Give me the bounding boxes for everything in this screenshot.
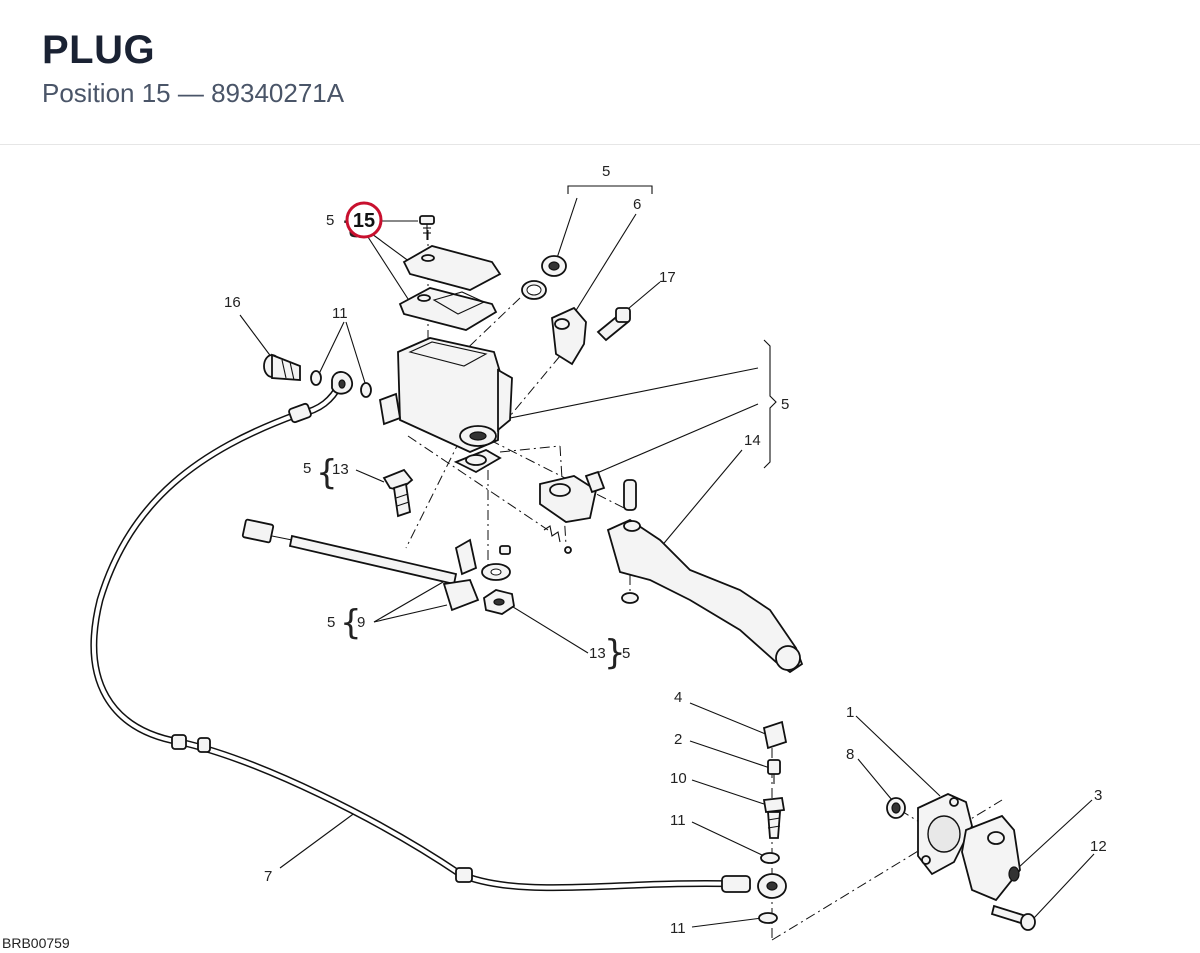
diagram-canvas: { { { } 15 5 6 17 5 16 11 5 14 5 13 5 9 … <box>90 163 1107 941</box>
bleeder-stack <box>757 720 788 924</box>
callout-5-top[interactable]: 5 <box>602 163 610 180</box>
callout-11-bottom[interactable]: 11 <box>670 920 686 937</box>
callout-7[interactable]: 7 <box>264 868 272 885</box>
slave-cylinder <box>886 793 1036 931</box>
lever-assembly <box>382 468 804 674</box>
master-cylinder-assembly <box>378 215 631 474</box>
callout-13-bottom[interactable]: 13 <box>589 645 606 662</box>
drawing-code: BRB00759 <box>2 935 70 951</box>
callout-10[interactable]: 10 <box>670 770 687 787</box>
callout-16[interactable]: 16 <box>224 294 241 311</box>
leader-lines <box>239 197 1095 928</box>
brake-switch-part-9 <box>241 518 515 615</box>
callout-3[interactable]: 3 <box>1094 787 1102 804</box>
callout-12[interactable]: 12 <box>1090 838 1107 855</box>
hose-part-7 <box>90 380 751 893</box>
highlight-position-15[interactable]: 15 <box>345 201 383 239</box>
svg-text:{: { <box>340 603 362 643</box>
callout-13-top[interactable]: 13 <box>332 461 349 478</box>
callout-labels: 5 6 17 5 16 11 5 14 5 13 5 9 13 5 4 2 10… <box>224 163 1107 937</box>
banjo-fittings-left <box>263 353 372 398</box>
callout-8[interactable]: 8 <box>846 746 854 763</box>
highlight-ring <box>345 201 383 239</box>
svg-text:{: { <box>316 453 338 493</box>
callout-11-top[interactable]: 11 <box>332 305 348 322</box>
callout-1[interactable]: 1 <box>846 704 854 721</box>
callout-5-right[interactable]: 5 <box>781 396 789 413</box>
page-title: PLUG <box>42 28 156 72</box>
callout-5-13-top[interactable]: 5 <box>303 460 311 477</box>
callout-14[interactable]: 14 <box>744 432 761 449</box>
callout-17[interactable]: 17 <box>659 269 676 286</box>
callout-5-left[interactable]: 5 <box>326 212 334 229</box>
callout-9[interactable]: 9 <box>357 614 365 631</box>
callout-2[interactable]: 2 <box>674 731 682 748</box>
highlight-label: 15 <box>353 210 375 232</box>
callout-6[interactable]: 6 <box>633 196 641 213</box>
exploded-parts-diagram: { { { } 15 5 6 17 5 16 11 5 14 5 13 5 9 … <box>0 145 1200 953</box>
callout-5-9[interactable]: 5 <box>327 614 335 631</box>
callout-5-13-bottom[interactable]: 5 <box>622 645 630 662</box>
svg-text:}: } <box>604 633 626 673</box>
callout-4[interactable]: 4 <box>674 689 682 706</box>
header: PLUG Position 15 — 89340271A <box>0 0 1200 145</box>
page-subtitle: Position 15 — 89340271A <box>42 78 345 108</box>
callout-11-mid[interactable]: 11 <box>670 812 686 829</box>
